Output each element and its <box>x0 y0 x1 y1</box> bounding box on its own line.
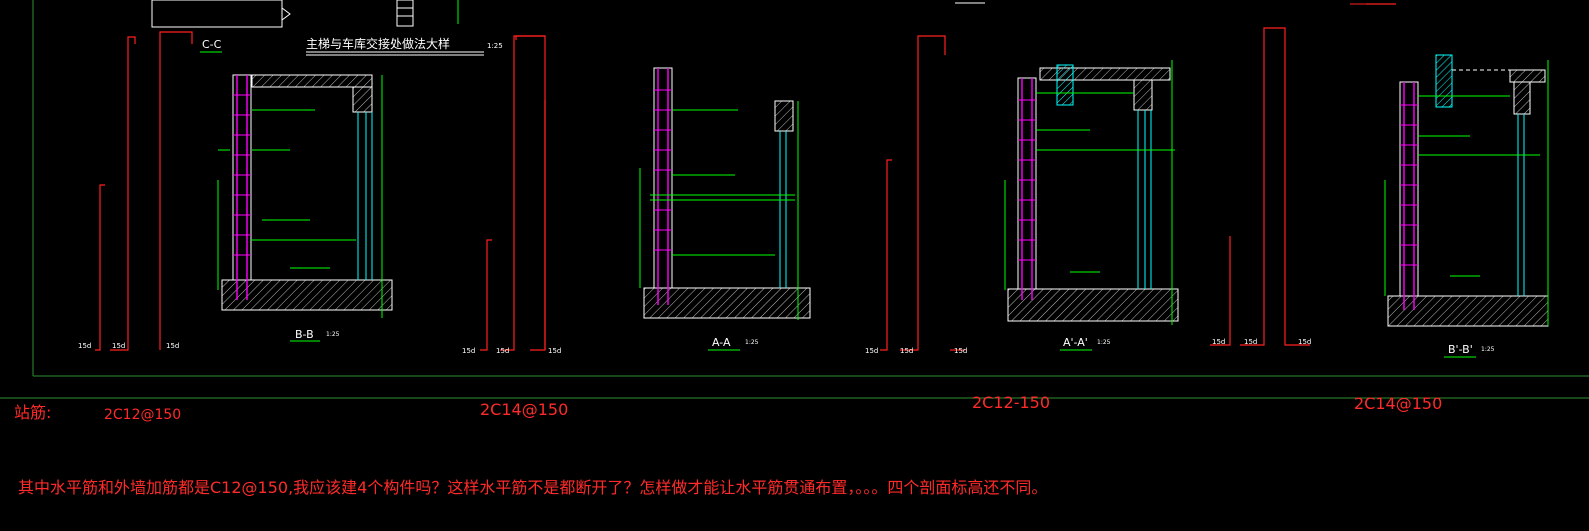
section-scale-b-prime: 1:25 <box>1481 346 1495 353</box>
section-label-b-prime: B'-B' <box>1448 343 1473 356</box>
section-scale-bb: 1:25 <box>326 331 340 338</box>
rebar-annotation-3: 2C12-150 <box>972 393 1051 412</box>
dim-15d: 15d <box>1212 338 1225 346</box>
rebar-annotation-4: 2C14@150 <box>1354 394 1443 413</box>
dim-15d: 15d <box>1298 338 1311 346</box>
section-label-a-prime: A'-A' <box>1063 336 1088 349</box>
question-text: 其中水平筋和外墙加筋都是C12@150,我应该建4个构件吗？这样水平筋不是都断开… <box>18 478 1048 497</box>
section-bb: 15d 15d 15d <box>78 31 546 351</box>
dim-15d: 15d <box>954 347 967 355</box>
drawing-title-scale: 1:25 <box>487 42 503 50</box>
section-label-bb: B-B <box>295 328 314 341</box>
drawing-title: 主梯与车库交接处做法大样 <box>306 36 450 51</box>
section-b-prime: 15d 15d 15d B'-B' 1:25 <box>1210 3 1549 358</box>
dim-15d: 15d <box>496 347 509 355</box>
top-fragment <box>151 0 1395 28</box>
stirrup-label: 站筋: <box>14 403 52 422</box>
section-label-cc: C-C <box>202 38 222 51</box>
dim-15d: 15d <box>1244 338 1257 346</box>
rebar-annotation-1: 2C12@150 <box>104 407 182 423</box>
section-scale-a-prime: 1:25 <box>1097 339 1111 346</box>
section-label-aa: A-A <box>712 336 731 349</box>
section-scale-aa: 1:25 <box>745 339 759 346</box>
dim-15d: 15d <box>166 342 179 350</box>
dim-15d: 15d <box>900 347 913 355</box>
section-a-prime: 15d 15d 15d A'-A' 1:25 <box>865 35 1179 355</box>
dim-15d: 15d <box>865 347 878 355</box>
dim-15d: 15d <box>548 347 561 355</box>
dim-15d: 15d <box>112 342 125 350</box>
dim-15d: 15d <box>78 342 91 350</box>
section-aa: 15d 15d 15d A-A 1:25 <box>462 35 811 355</box>
rebar-annotation-2: 2C14@150 <box>480 400 569 419</box>
dim-15d: 15d <box>462 347 475 355</box>
drawing-frame <box>0 0 1589 399</box>
